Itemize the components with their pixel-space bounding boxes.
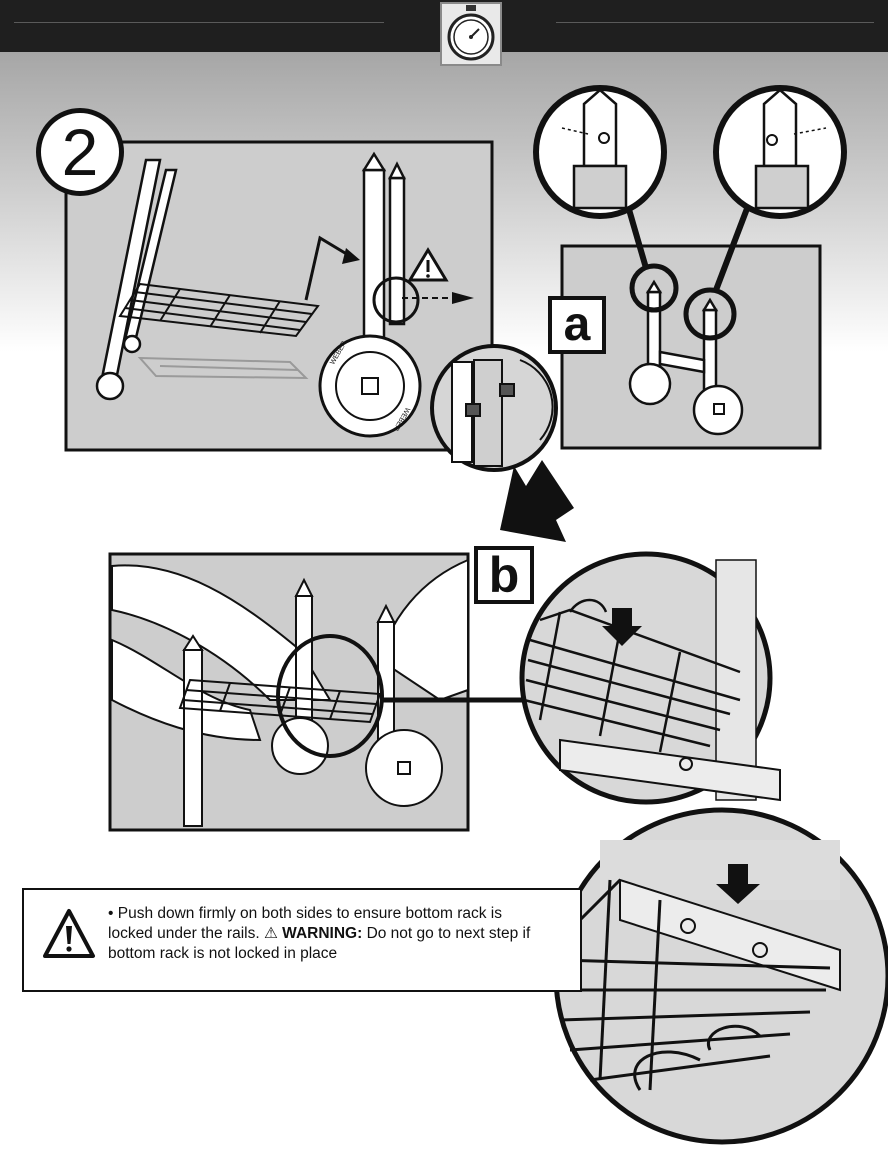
detail-label-b: b (474, 546, 534, 604)
instruction-text: • Push down firmly on both sides to ensu… (108, 904, 548, 964)
step-number-badge: 2 (36, 108, 124, 196)
warning-triangle-icon (43, 909, 95, 958)
stopwatch-icon (440, 2, 502, 66)
rack-zoom-lower (553, 807, 888, 1145)
arrow-down-icon (602, 608, 642, 646)
main-step-panel (64, 140, 494, 452)
detail-b-panel (108, 552, 530, 832)
arrow-down-icon (716, 864, 760, 904)
warning-symbol: ⚠ (263, 925, 278, 942)
warning-text: Do not go to next step if bottom rack is… (108, 925, 531, 962)
warning-label: WARNING: (282, 925, 363, 942)
instruction-line: • Push down firmly on both sides to ensu… (108, 905, 502, 942)
pin-zoom-right (713, 85, 847, 219)
direction-arrow-icon (500, 460, 574, 542)
header-rule-left (14, 22, 384, 23)
bolt-detail (430, 344, 558, 472)
header-rule-right (556, 22, 874, 23)
detail-label-a: a (548, 296, 606, 354)
step-number: 2 (61, 115, 99, 189)
pin-zoom-left (533, 85, 667, 219)
rack-zoom-upper (519, 551, 781, 805)
instruction-note: • Push down firmly on both sides to ensu… (22, 888, 582, 992)
